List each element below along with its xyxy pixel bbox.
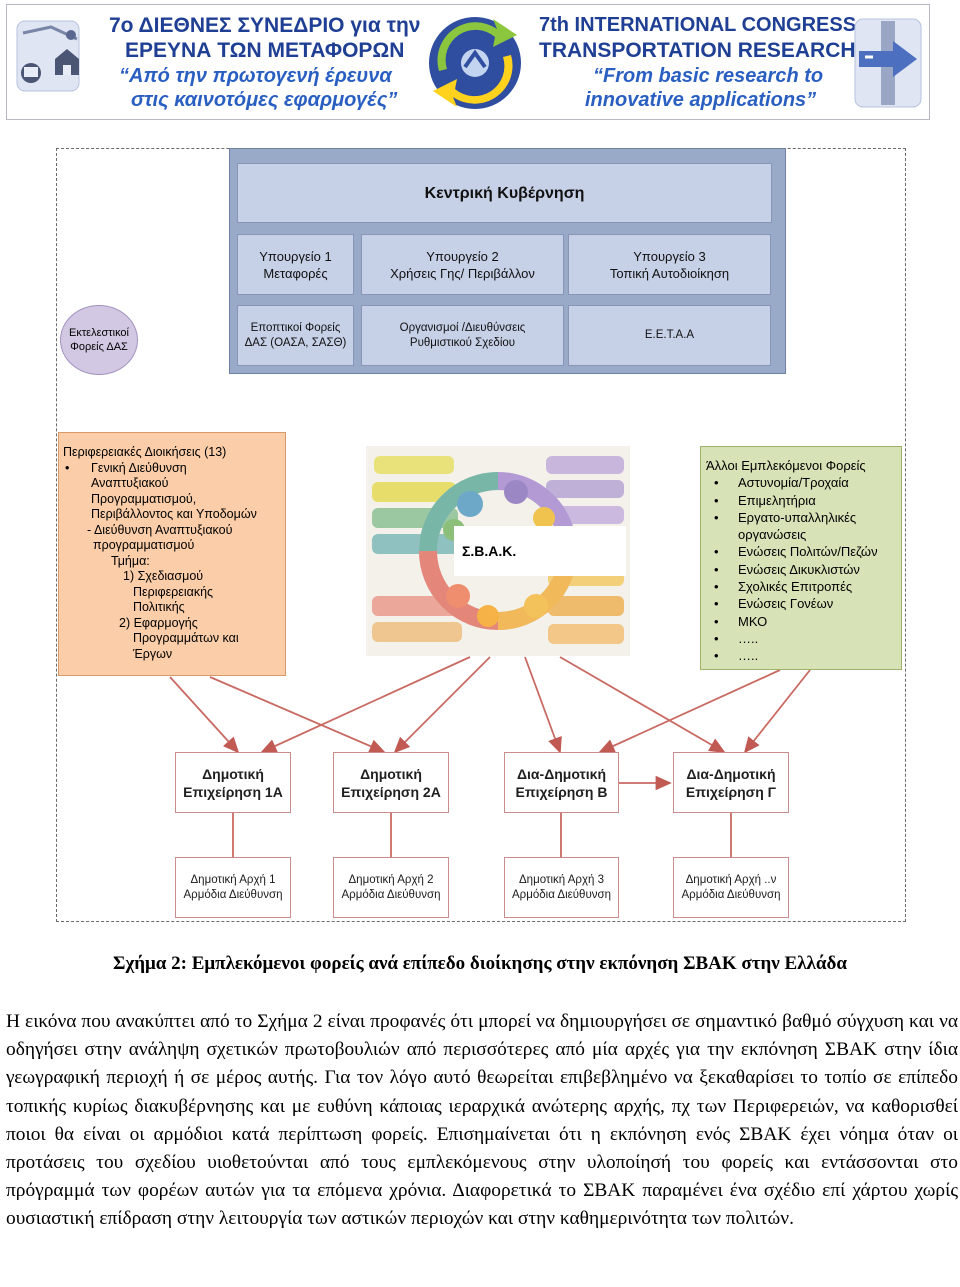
enterprise-2a-line1: Δημοτική	[360, 765, 422, 782]
regional-line-12: 2) Εφαρμογής	[119, 615, 198, 630]
municipal-authority-3-line2: Αρμόδια Διεύθυνση	[512, 888, 611, 901]
regional-line-3: Αναπτυξιακού	[91, 476, 169, 490]
transport-icons-left	[11, 9, 107, 115]
other-stakeholder-item: ΜΚΟ	[706, 613, 897, 630]
diagram-connectors	[169, 656, 811, 857]
planning-orgs-line1: Οργανισμοί /Διευθύνσεις	[399, 321, 526, 334]
other-stakeholder-item: Ενώσεις Πολιτών/Πεζών	[706, 543, 897, 560]
regional-line-2: Γενική Διεύθυνση	[91, 460, 187, 475]
executive-bodies-line1: Εκτελεστικοί	[69, 327, 129, 339]
regional-line-7: προγραμματισμού	[93, 538, 195, 552]
central-government-box: Κεντρική Κυβέρνηση	[237, 163, 772, 223]
regional-line-6: - Διεύθυνση Αναπτυξιακού	[87, 522, 233, 537]
regional-line-11: Πολιτικής	[133, 600, 185, 614]
enterprise-g-line1: Δια-Δημοτική	[686, 765, 776, 782]
other-stakeholder-item: Ενώσεις Δικυκλιστών	[706, 561, 897, 578]
enterprise-b-line1: Δια-Δημοτική	[516, 765, 607, 782]
regional-line-10: Περιφερειακής	[133, 584, 214, 599]
other-stakeholder-item: Ενώσεις Γονέων	[706, 595, 897, 612]
regional-line-14: Έργων	[133, 646, 173, 661]
banner-english-line2: TRANSPORTATION RESEARCH	[539, 39, 856, 62]
regional-line-8: Τμήμα:	[111, 553, 150, 568]
enterprise-2a-line2: Επιχείρηση 2Α	[341, 783, 441, 800]
banner-greek-line2: ΕΡΕΥΝΑ ΤΩΝ ΜΕΤΑΦΟΡΩΝ	[125, 39, 405, 62]
ministry-2-box: Υπουργείο 2 Χρήσεις Γης/ Περιβάλλον	[361, 234, 564, 295]
banner-english-line3: “From basic research to	[593, 65, 824, 87]
banner-greek-line3: “Από την πρωτογενή έρευνα	[119, 65, 392, 87]
eetaa-box: Ε.Ε.Τ.Α.Α	[568, 305, 771, 366]
regional-line-13: Προγραμμάτων και	[133, 631, 239, 645]
supervisory-bodies-line1: Εποπτικοί Φορείς	[250, 321, 341, 334]
conference-banner: 7ο ΔΙΕΘΝΕΣ ΣΥΝΕΔΡΙΟ για την ΕΡΕΥΝΑ ΤΩΝ Μ…	[6, 4, 930, 120]
enterprise-2a-box: Δημοτική Επιχείρηση 2Α	[333, 752, 449, 813]
supervisory-bodies-line2: ΔΑΣ (ΟΑΣΑ, ΣΑΣΘ)	[244, 336, 347, 349]
enterprise-b-line2: Επιχείρηση Β	[515, 783, 608, 800]
regional-administrations-box: Περιφερειακές Διοικήσεις (13) •Γενική Δι…	[58, 432, 286, 676]
ministry-2-line2: Χρήσεις Γης/ Περιβάλλον	[390, 265, 535, 281]
municipal-authority-3-line1: Δημοτική Αρχή 3	[519, 873, 604, 886]
figure-caption: Σχήμα 2: Εμπλεκόμενοι φορείς ανά επίπεδο…	[113, 953, 847, 974]
municipal-authority-2-line1: Δημοτική Αρχή 2	[348, 873, 434, 886]
other-stakeholder-item: …..	[706, 647, 897, 664]
executive-bodies-line2: Φορείς ΔΑΣ	[70, 341, 128, 353]
enterprise-1a-box: Δημοτική Επιχείρηση 1Α	[175, 752, 291, 813]
other-stakeholder-item: Επιμελητήρια	[706, 492, 897, 509]
municipal-authority-1-line1: Δημοτική Αρχή 1	[190, 873, 276, 886]
other-stakeholder-item: Σχολικές Επιτροπές	[706, 578, 897, 595]
supervisory-bodies-box: Εποπτικοί Φορείς ΔΑΣ (ΟΑΣΑ, ΣΑΣΘ)	[237, 305, 354, 366]
enterprise-g-box: Δια-Δημοτική Επιχείρηση Γ	[673, 752, 789, 813]
executive-bodies-ellipse: Εκτελεστικοί Φορείς ΔΑΣ	[60, 305, 138, 375]
ministry-1-line1: Υπουργείο 1	[259, 248, 332, 264]
banner-greek-line1: 7ο ΔΙΕΘΝΕΣ ΣΥΝΕΔΡΙΟ για την	[109, 14, 421, 37]
banner-english-line4: innovative applications”	[585, 89, 817, 111]
ministry-3-line2: Τοπική Αυτοδιοίκηση	[609, 265, 730, 281]
municipal-authority-1-line2: Αρμόδια Διεύθυνση	[183, 888, 283, 901]
other-stakeholder-item: …..	[706, 630, 897, 647]
municipal-authority-n-line2: Αρμόδια Διεύθυνση	[681, 888, 781, 901]
ministry-2-line1: Υπουργείο 2	[426, 248, 499, 264]
other-stakeholder-continuation: οργανώσεις	[738, 527, 807, 543]
other-stakeholder-item: Εργατο-υπαλληλικές	[706, 509, 897, 526]
regional-line-4: Προγραμματισμού,	[91, 491, 197, 506]
other-stakeholders-heading: Άλλοι Εμπλεκόμενοι Φορείς	[706, 458, 866, 473]
enterprise-1a-line1: Δημοτική	[202, 765, 264, 782]
planning-orgs-box: Οργανισμοί /Διευθύνσεις Ρυθμιστικού Σχεδ…	[361, 305, 564, 366]
other-stakeholders-box: Άλλοι Εμπλεκόμενοι Φορείς Αστυνομία/Τροχ…	[700, 446, 902, 670]
banner-greek-line4: στις καινοτόμες εφαρμογές”	[131, 89, 398, 111]
sbak-label: Σ.Β.Α.Κ.	[454, 526, 626, 576]
municipal-authority-2-line2: Αρμόδια Διεύθυνση	[341, 888, 441, 901]
other-stakeholder-item: Αστυνομία/Τροχαία	[706, 474, 897, 491]
ministry-1-line2: Μεταφορές	[263, 265, 328, 281]
planning-orgs-line2: Ρυθμιστικού Σχεδίου	[409, 336, 516, 349]
enterprise-g-line2: Επιχείρηση Γ	[685, 783, 777, 800]
enterprise-1a-line2: Επιχείρηση 1Α	[183, 783, 283, 800]
body-paragraph-text: Η εικόνα που ανακύπτει από το Σχήμα 2 εί…	[6, 1011, 958, 1230]
municipal-authority-3-box: Δημοτική Αρχή 3 Αρμόδια Διεύθυνση	[504, 857, 619, 918]
banner-english-line1: 7th INTERNATIONAL CONGRESS on	[539, 14, 887, 36]
eetaa-label: Ε.Ε.Τ.Α.Α	[644, 329, 695, 341]
transport-icons-right	[849, 11, 927, 115]
enterprise-b-box: Δια-Δημοτική Επιχείρηση Β	[504, 752, 619, 813]
body-paragraph: Η εικόνα που ανακύπτει από το Σχήμα 2 εί…	[6, 1008, 958, 1234]
municipal-authority-1-box: Δημοτική Αρχή 1 Αρμόδια Διεύθυνση	[175, 857, 291, 918]
municipal-authority-2-box: Δημοτική Αρχή 2 Αρμόδια Διεύθυνση	[333, 857, 449, 918]
municipal-authority-n-line1: Δημοτική Αρχή ..ν	[685, 873, 777, 886]
regional-line-5: Περιβάλλοντος και Υποδομών	[91, 507, 257, 521]
regional-line-9: 1) Σχεδιασμού	[123, 569, 204, 583]
central-government-label: Κεντρική Κυβέρνηση	[424, 184, 585, 202]
municipal-authority-n-box: Δημοτική Αρχή ..ν Αρμόδια Διεύθυνση	[673, 857, 789, 918]
ministry-1-box: Υπουργείο 1 Μεταφορές	[237, 234, 354, 295]
ministry-3-line1: Υπουργείο 3	[633, 248, 706, 264]
congress-logo	[425, 13, 525, 113]
ministry-3-box: Υπουργείο 3 Τοπική Αυτοδιοίκηση	[568, 234, 771, 295]
regional-item-general-directorate: •Γενική Διεύθυνση	[65, 460, 187, 475]
regional-title: Περιφερειακές Διοικήσεις (13)	[63, 445, 227, 459]
